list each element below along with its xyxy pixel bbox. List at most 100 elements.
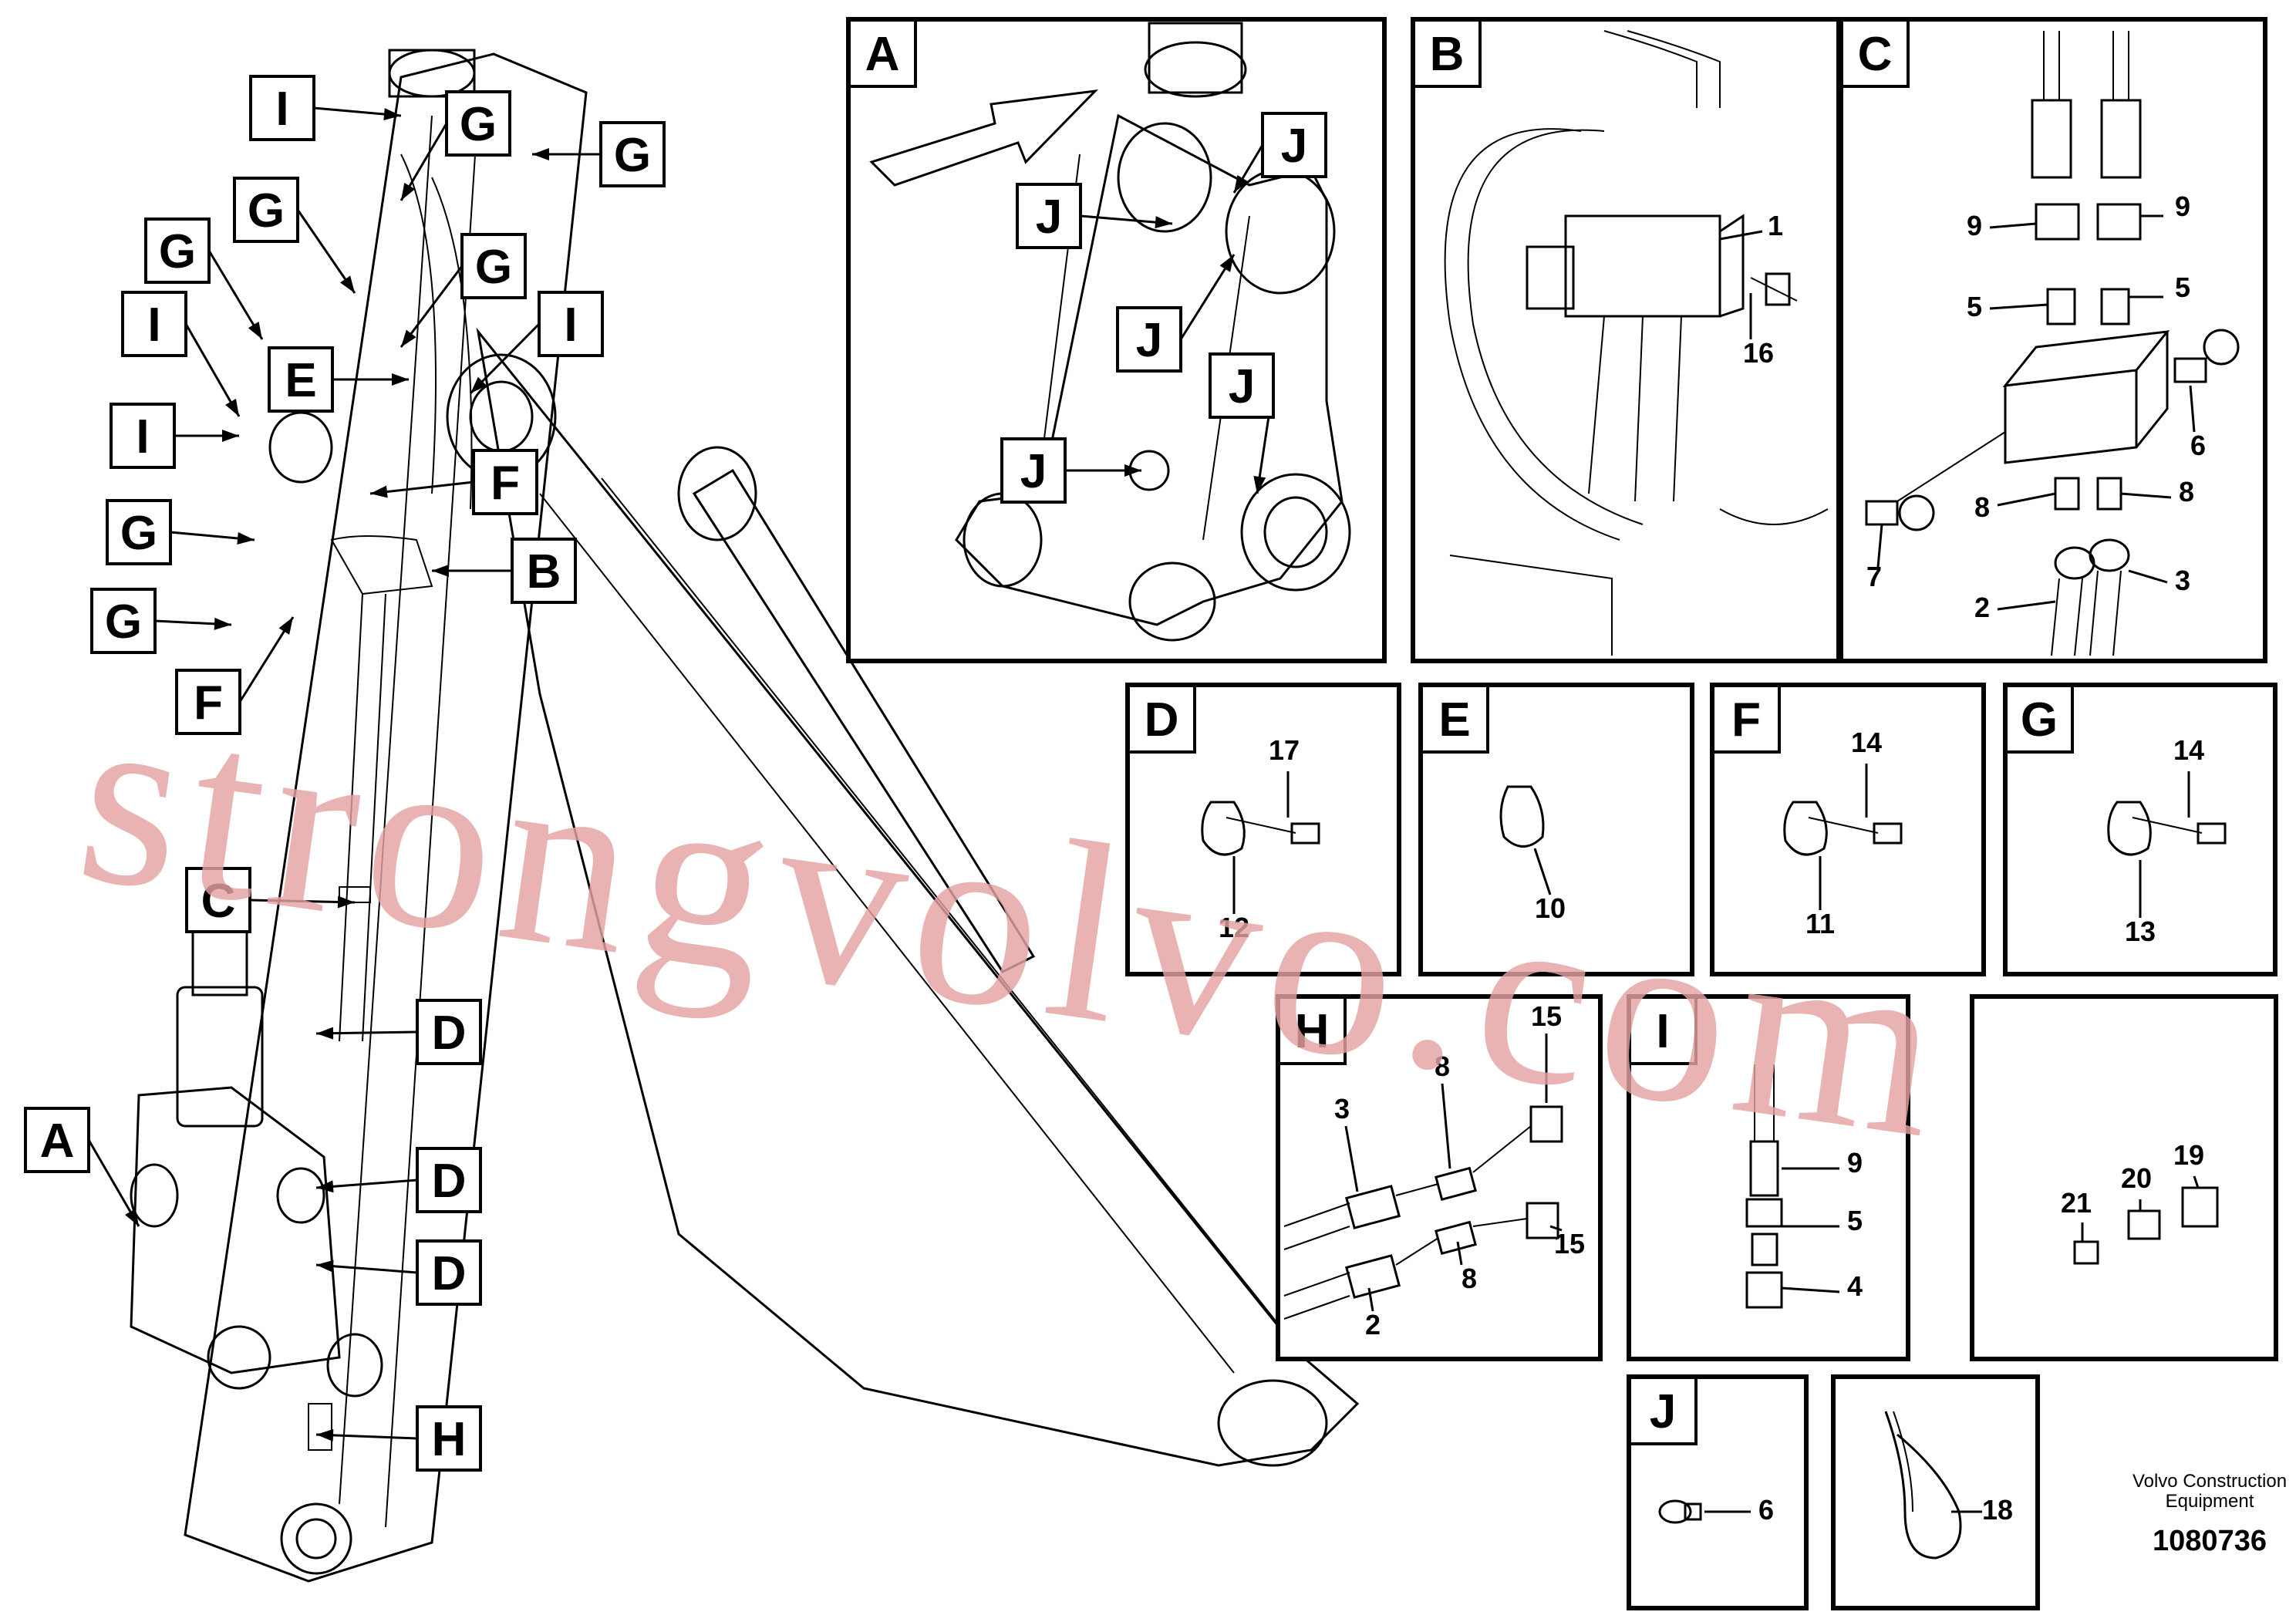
part-number-21: 21 — [2061, 1187, 2092, 1219]
panel-label-h: H — [1277, 996, 1347, 1065]
part-number-14: 14 — [1851, 727, 1882, 758]
part-number-11: 11 — [1805, 908, 1835, 939]
part-number-14: 14 — [2173, 734, 2204, 766]
panel-a-callout-j-1: J — [1016, 183, 1082, 249]
boom-callout-0-text: I — [275, 83, 288, 136]
panel-a-callout-j-3: J — [1209, 352, 1275, 419]
boom-callout-11: B — [511, 538, 577, 604]
panel-unlabeled-frame — [1970, 994, 2278, 1361]
boom-callout-5: G — [460, 233, 527, 299]
panel-a-callout-j-0: J — [1261, 112, 1327, 178]
boom-callout-6: I — [121, 291, 187, 357]
part-number-15: 15 — [1554, 1228, 1585, 1259]
boom-callout-13: G — [90, 588, 157, 654]
boom-callout-8-text: I — [564, 298, 577, 352]
boom-callout-14: F — [175, 669, 241, 735]
boom-callout-18-text: D — [432, 1155, 467, 1208]
panel-label-e: E — [1420, 684, 1489, 754]
boom-callout-15-text: C — [201, 875, 236, 928]
panel-label-e-text: E — [1438, 693, 1470, 747]
panel-label-h-text: H — [1295, 1005, 1330, 1058]
boom-callout-1-text: G — [460, 98, 497, 151]
part-number-8: 8 — [2179, 476, 2194, 508]
panel-j-drawing — [1658, 1499, 1702, 1524]
part-number-8: 8 — [1462, 1263, 1477, 1294]
boom-callout-10-text: F — [491, 457, 520, 510]
part-number-2: 2 — [1365, 1309, 1381, 1340]
boom-callout-20-text: H — [432, 1413, 467, 1466]
boom-callout-7-text: E — [285, 354, 316, 407]
panel-label-a: A — [848, 19, 917, 88]
boom-callout-5-text: G — [475, 241, 512, 294]
boom-callout-3: G — [233, 177, 299, 243]
boom-callout-4: G — [144, 218, 211, 284]
boom-callout-2-text: G — [614, 129, 651, 182]
panel-a-callout-j-2: J — [1116, 306, 1182, 373]
part-number-19: 19 — [2173, 1139, 2204, 1171]
boom-callout-16: D — [416, 999, 482, 1065]
panel-a-callout-j-3-text: J — [1229, 360, 1255, 413]
boom-callout-2: G — [599, 121, 666, 187]
part-number-3: 3 — [2175, 565, 2190, 596]
part-number-5: 5 — [1967, 291, 1982, 322]
panel-a-callout-j-4: J — [1000, 437, 1067, 504]
part-number-7: 7 — [1866, 561, 1882, 592]
boom-callout-3-text: G — [248, 184, 285, 238]
part-number-6: 6 — [1758, 1494, 1774, 1526]
boom-callout-7: E — [268, 346, 334, 413]
panel-a-callout-j-2-text: J — [1136, 314, 1162, 367]
part-number-15: 15 — [1531, 1000, 1562, 1032]
clamp-drawings — [1201, 785, 2227, 856]
boom-callout-15: C — [185, 867, 251, 933]
panel-label-b-text: B — [1430, 28, 1465, 81]
panel-label-j: J — [1628, 1376, 1698, 1445]
part-number-13: 13 — [2125, 916, 2156, 947]
panel-clip-drawing — [1884, 1411, 1962, 1560]
company-line-2: Equipment — [2166, 1491, 2254, 1512]
boom-callout-6-text: I — [147, 298, 160, 352]
part-number-5: 5 — [1847, 1205, 1863, 1236]
boom-callout-18: D — [416, 1147, 482, 1213]
boom-callout-12: G — [106, 499, 172, 565]
boom-callout-14-text: F — [194, 676, 223, 730]
part-number-6: 6 — [2190, 430, 2206, 461]
boom-callout-20: H — [416, 1405, 482, 1472]
boom-callout-10: F — [472, 449, 538, 515]
part-number-9: 9 — [1967, 210, 1982, 241]
panel-c-frame — [1839, 17, 2267, 663]
panel-label-b: B — [1412, 19, 1482, 88]
part-number-18: 18 — [1982, 1494, 2013, 1526]
panel-label-g: G — [2004, 684, 2074, 754]
boom-callout-19: D — [416, 1239, 482, 1306]
part-number-4: 4 — [1847, 1270, 1863, 1302]
panel-b-frame — [1411, 17, 1841, 663]
part-number-8: 8 — [1435, 1050, 1450, 1082]
boom-callout-13-text: G — [105, 595, 142, 649]
panel-i-frame — [1627, 994, 1910, 1361]
panel-label-i-text: I — [1656, 1005, 1669, 1058]
boom-illustration — [130, 49, 1360, 1583]
panel-h-drawing — [1283, 1105, 1563, 1320]
panel-clip-frame — [1831, 1374, 2040, 1610]
part-number-10: 10 — [1535, 892, 1566, 924]
boom-callout-19-text: D — [432, 1247, 467, 1300]
panel-a-callout-tags: J J J J J — [1000, 112, 1327, 504]
panel-a-callout-j-0-text: J — [1281, 120, 1307, 173]
part-number-1: 1 — [1768, 210, 1783, 241]
company-line-1: Volvo Construction — [2132, 1471, 2287, 1492]
panel-label-c-text: C — [1858, 28, 1893, 81]
panel-label-f-text: F — [1731, 693, 1761, 747]
boom-callout-12-text: G — [120, 507, 157, 560]
part-number-17: 17 — [1269, 734, 1300, 766]
boom-callout-16-text: D — [432, 1007, 467, 1060]
panel-label-j-text: J — [1650, 1385, 1676, 1438]
panel-label-i: I — [1628, 996, 1698, 1065]
panel-label-a-text: A — [865, 28, 900, 81]
boom-callout-4-text: G — [159, 225, 196, 278]
panel-i-drawing — [1745, 1064, 1783, 1309]
boom-callout-9: I — [110, 403, 176, 469]
panel-unlabeled-drawing — [2073, 1186, 2219, 1265]
